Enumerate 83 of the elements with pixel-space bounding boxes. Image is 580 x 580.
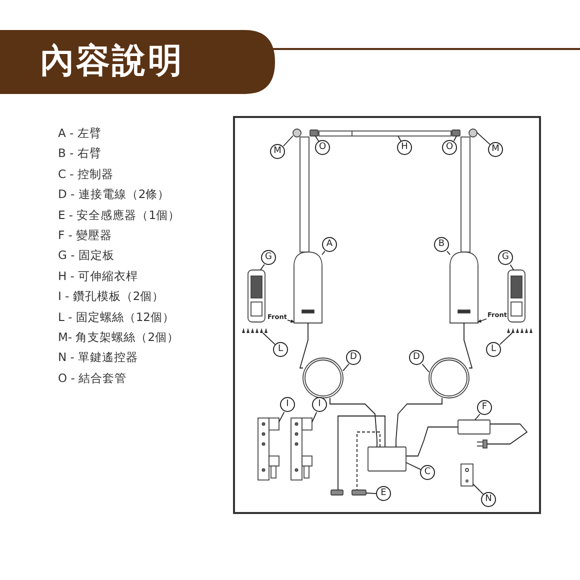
callout-letter: D bbox=[409, 350, 424, 365]
mounting-plate bbox=[508, 270, 526, 322]
joint-sleeve bbox=[452, 130, 460, 136]
power-adapter bbox=[458, 420, 490, 434]
arrow bbox=[287, 319, 294, 323]
callout-letter: L bbox=[486, 342, 501, 357]
leader-line bbox=[474, 414, 480, 420]
title: 內容說明 bbox=[40, 40, 184, 83]
cable-loop bbox=[428, 358, 470, 398]
leader-line bbox=[278, 412, 285, 422]
callout-letter: C bbox=[420, 465, 435, 480]
callout-letter: O bbox=[315, 140, 330, 155]
callout-letter: N bbox=[481, 492, 496, 507]
part-list-item: H - 可伸縮衣桿 bbox=[58, 268, 138, 283]
cable bbox=[338, 416, 386, 490]
part-list-item: O - 結合套管 bbox=[58, 370, 127, 385]
part-list-item: G - 固定板 bbox=[58, 248, 114, 262]
leader-line bbox=[342, 364, 350, 372]
callout-letter: D bbox=[346, 350, 361, 365]
leader-line bbox=[406, 462, 422, 470]
leader-line bbox=[510, 264, 514, 270]
cable bbox=[299, 322, 308, 368]
leader-line bbox=[476, 132, 491, 146]
part-list-item: A - 左臂 bbox=[58, 126, 102, 140]
callout-letter: I bbox=[280, 397, 295, 412]
part-list-item: I - 鑽孔模板（2個） bbox=[58, 289, 164, 304]
leader-line bbox=[366, 492, 376, 494]
sensor-plug bbox=[352, 490, 366, 496]
part-list-item: D - 連接電線（2條） bbox=[58, 187, 170, 202]
power-plug bbox=[476, 440, 488, 448]
cable bbox=[396, 398, 442, 448]
leader-line bbox=[322, 250, 326, 256]
screw-row bbox=[242, 328, 268, 333]
cable bbox=[464, 322, 473, 368]
leader-line bbox=[262, 332, 276, 345]
leader-line bbox=[453, 136, 457, 142]
joint-sleeve bbox=[310, 130, 318, 136]
cable bbox=[330, 398, 378, 448]
leader-line bbox=[260, 264, 265, 270]
callout-letter: M bbox=[270, 144, 285, 159]
callout-letter: G bbox=[261, 250, 276, 265]
callout-letter: F bbox=[477, 400, 492, 415]
leader-line bbox=[422, 364, 430, 372]
callout-letter: A bbox=[322, 237, 337, 252]
leader-line bbox=[314, 136, 320, 142]
part-list-item: B - 右臂 bbox=[58, 146, 102, 160]
end-cap bbox=[292, 128, 302, 138]
callout-letter: H bbox=[397, 140, 412, 155]
cable bbox=[406, 426, 458, 456]
drilling-template bbox=[290, 418, 312, 480]
leader-line bbox=[312, 412, 318, 423]
callout-letter: L bbox=[273, 342, 288, 357]
telescopic-bar bbox=[318, 130, 452, 136]
cable bbox=[486, 424, 528, 444]
leader-line bbox=[282, 135, 294, 147]
mounting-plate bbox=[248, 270, 266, 322]
remote-control bbox=[460, 464, 474, 486]
part-list-item: N - 單鍵遙控器 bbox=[58, 350, 138, 364]
callout-letter: B bbox=[434, 237, 449, 252]
arrow bbox=[478, 318, 487, 323]
cable bbox=[356, 432, 380, 490]
arm-unit bbox=[450, 252, 478, 324]
callout-letter: G bbox=[498, 250, 513, 265]
callout-letter: O bbox=[442, 140, 457, 155]
plug bbox=[330, 490, 344, 496]
callout-letter: E bbox=[376, 486, 391, 501]
part-list-item: C - 控制器 bbox=[58, 166, 114, 181]
screw-row bbox=[507, 328, 532, 333]
part-list-item: E - 安全感應器（1個） bbox=[58, 208, 180, 222]
end-cap bbox=[468, 128, 478, 138]
arm-unit bbox=[294, 252, 322, 324]
part-list-item: L - 固定螺絲（12個） bbox=[58, 310, 175, 324]
leader-line bbox=[499, 332, 513, 345]
part-list-item: M- 角支架螺絲（2個） bbox=[58, 330, 180, 344]
callout-letter: I bbox=[312, 397, 327, 412]
callout-letter: M bbox=[488, 142, 503, 157]
leader-line bbox=[446, 250, 450, 256]
drilling-template bbox=[258, 418, 280, 480]
part-list-item: F - 變壓器 bbox=[58, 228, 112, 242]
leader-line bbox=[398, 136, 402, 142]
leader-line bbox=[472, 484, 484, 495]
cable-loop bbox=[302, 358, 344, 398]
control-box bbox=[368, 446, 406, 472]
